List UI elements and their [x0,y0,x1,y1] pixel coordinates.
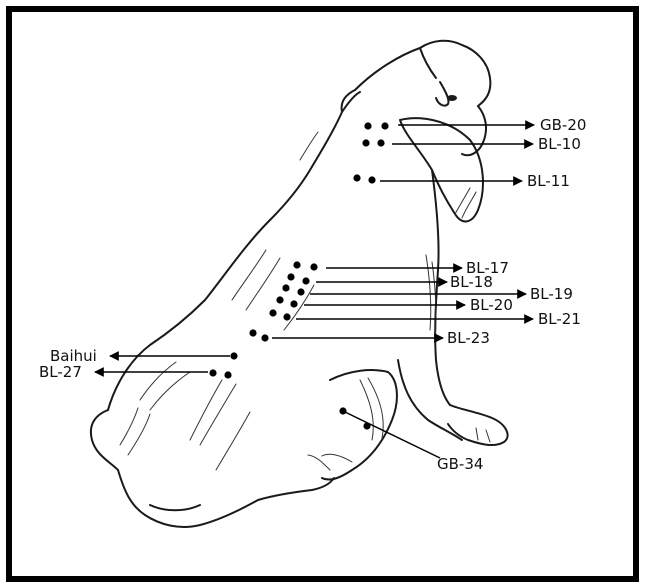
label-bl-21: BL-21 [538,310,581,328]
label-bl-19: BL-19 [530,285,573,303]
label-bl-11: BL-11 [527,172,570,190]
label-gb-20: GB-20 [540,116,586,134]
label-bl-20: BL-20 [470,296,513,314]
label-bl-27: BL-27 [39,363,82,381]
label-bl-23: BL-23 [447,329,490,347]
leader-lines [95,125,534,458]
label-bl-10: BL-10 [538,135,581,153]
label-gb-34: GB-34 [437,455,483,473]
label-bl-18: BL-18 [450,273,493,291]
